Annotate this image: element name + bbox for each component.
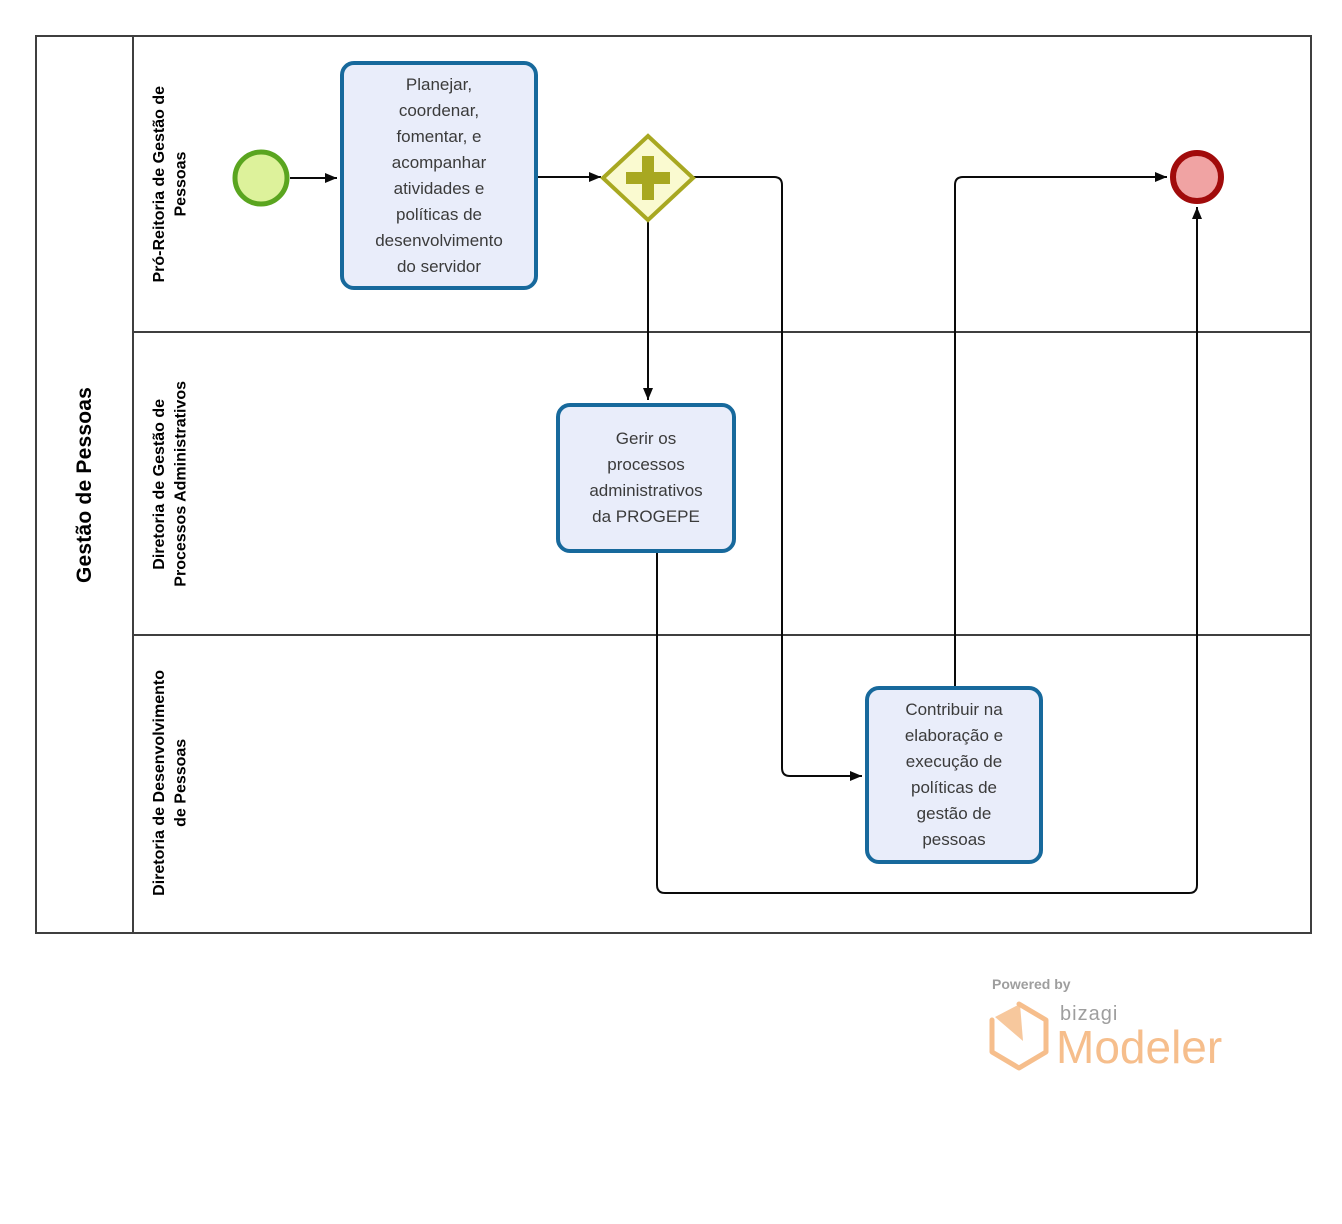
sequence-flow-gerir-to-end xyxy=(656,207,1202,894)
sequence-flow-gateway-to-contribuir xyxy=(693,176,862,781)
pool xyxy=(35,35,1312,934)
lane-divider xyxy=(134,331,1310,333)
task-label: Contribuir na elaboração e execução de p… xyxy=(904,700,1004,849)
plus-icon xyxy=(626,156,670,200)
powered-by-text: Powered by xyxy=(992,976,1071,992)
sequence-flow-contribuir-to-end xyxy=(954,172,1167,686)
pool-header: Gestão de Pessoas xyxy=(37,37,134,932)
task-planejar: Planejar, coordenar, fomentar, e acompan… xyxy=(340,61,538,290)
bizagi-wordmark: bizagi xyxy=(1060,1003,1119,1025)
task-contribuir: Contribuir na elaboração e execução de p… xyxy=(865,686,1043,864)
modeler-wordmark: Modeler xyxy=(1056,1021,1223,1073)
lane-divider xyxy=(134,634,1310,636)
parallel-gateway xyxy=(600,133,696,223)
task-label: Planejar, coordenar, fomentar, e acompan… xyxy=(375,74,503,276)
task-label: Gerir os processos administrativos da PR… xyxy=(589,429,703,526)
task-gerir-processos: Gerir os processos administrativos da PR… xyxy=(556,403,736,553)
end-event-icon xyxy=(1170,150,1224,204)
start-event-icon xyxy=(232,149,290,207)
